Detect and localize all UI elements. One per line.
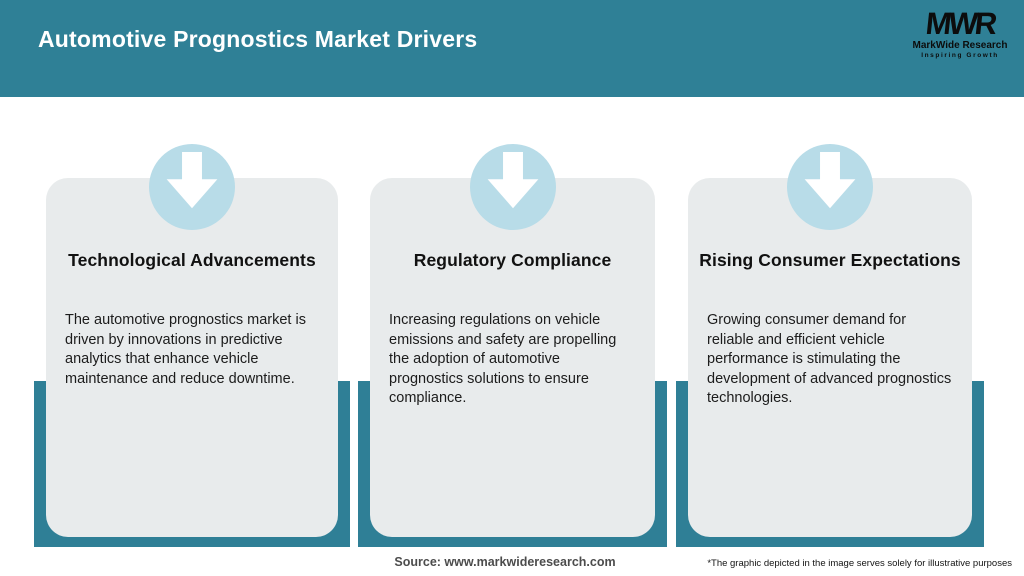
card-title: Technological Advancements [68, 250, 316, 270]
down-arrow-icon [487, 152, 538, 209]
card-body-text: Increasing regulations on vehicle emissi… [389, 312, 617, 406]
markwide-logo: MWR MarkWide Research Inspiring Growth [908, 6, 1012, 59]
down-arrow-badge [149, 144, 235, 230]
card-panel: Rising Consumer Expectations Growing con… [688, 178, 972, 537]
down-arrow-badge [469, 144, 556, 230]
header-banner: Automotive Prognostics Market Drivers MW… [0, 0, 1024, 97]
page-title: Automotive Prognostics Market Drivers [38, 26, 478, 52]
down-arrow-icon [166, 152, 218, 209]
source-attribution: Source: www.markwideresearch.com [394, 555, 616, 569]
down-arrow-icon [804, 152, 856, 209]
card-panel: Regulatory Compliance Increasing regulat… [370, 178, 655, 537]
card-title: Regulatory Compliance [413, 250, 612, 270]
mwr-monogram-icon: MWR [923, 6, 997, 41]
driver-card-technological-advancements: Technological Advancements The automotiv… [34, 144, 350, 547]
disclaimer-note: *The graphic depicted in the image serve… [707, 558, 1012, 569]
logo-tagline: Inspiring Growth [921, 52, 999, 59]
card-body-text: The automotive prognostics market is dri… [65, 312, 306, 387]
down-arrow-badge [787, 144, 873, 230]
logo-company-name: MarkWide Research [912, 40, 1008, 51]
driver-card-rising-consumer-expectations: Rising Consumer Expectations Growing con… [676, 144, 984, 547]
card-body-text: Growing consumer demand for reliable and… [707, 312, 952, 406]
card-title: Rising Consumer Expectations [699, 250, 961, 270]
driver-card-regulatory-compliance: Regulatory Compliance Increasing regulat… [358, 144, 667, 547]
card-panel: Technological Advancements The automotiv… [46, 178, 338, 537]
